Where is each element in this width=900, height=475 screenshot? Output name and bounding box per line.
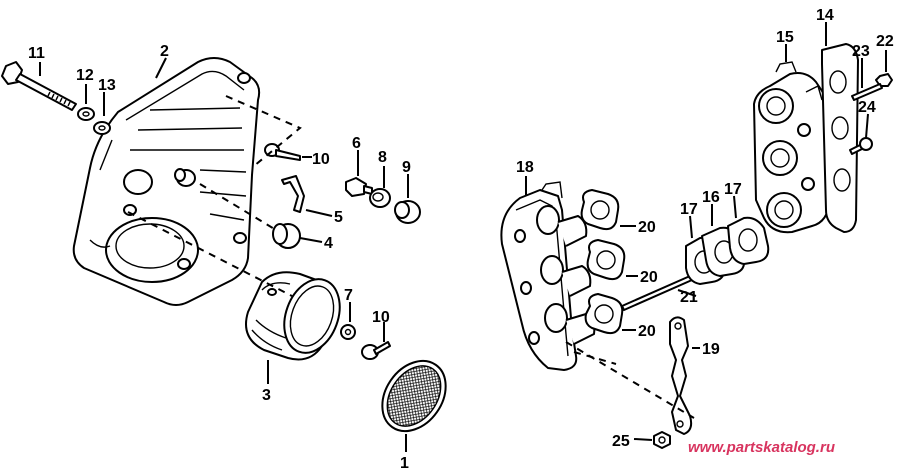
washer-7: [340, 324, 356, 340]
bushing-8: [369, 188, 391, 208]
gasket-20-low: [584, 293, 624, 335]
callout-1: 1: [400, 455, 409, 472]
nut-25: [653, 431, 671, 449]
exhaust-manifold: [753, 61, 831, 234]
bent-clip: [281, 175, 305, 213]
callout-18: 18: [516, 159, 534, 176]
nut-22: [875, 73, 893, 87]
callout-17-left: 17: [680, 201, 698, 218]
callout-3: 3: [262, 387, 271, 404]
hex-bolt-6: [345, 177, 373, 197]
long-bolt: [1, 61, 77, 111]
grommet-9: [394, 200, 421, 224]
callout-11: 11: [28, 45, 45, 62]
stud-23: [851, 83, 883, 101]
callout-10-lower: 10: [372, 309, 390, 326]
washer-13: [93, 121, 111, 135]
screw-lower: [361, 341, 391, 360]
bracket-19: [669, 316, 693, 435]
manifold-plate: [500, 181, 596, 371]
callout-13: 13: [98, 77, 116, 94]
boss: [174, 168, 196, 187]
callout-24: 24: [858, 99, 876, 116]
callout-8: 8: [378, 149, 387, 166]
cylinder-ring: [245, 271, 341, 361]
callout-5: 5: [334, 209, 343, 226]
watermark: www.partskatalog.ru: [688, 439, 835, 456]
callout-10-upper: 10: [312, 151, 330, 168]
callout-21: 21: [680, 289, 698, 306]
callout-20-mid: 20: [640, 269, 658, 286]
callout-16: 16: [702, 189, 720, 206]
callout-22: 22: [876, 33, 894, 50]
callout-7: 7: [344, 287, 353, 304]
filter-screen: [381, 359, 447, 433]
gasket-14: [821, 43, 859, 233]
callout-6: 6: [352, 135, 361, 152]
callout-15: 15: [776, 29, 794, 46]
gasket-17-b: [727, 216, 770, 265]
callout-19: 19: [702, 341, 720, 358]
callout-9: 9: [402, 159, 411, 176]
callout-4: 4: [324, 235, 333, 252]
rubber-mount: [272, 223, 301, 249]
gasket-20-top: [580, 189, 620, 231]
callout-20-low: 20: [638, 323, 656, 340]
gasket-20-mid: [586, 239, 626, 281]
callout-20-top: 20: [638, 219, 656, 236]
screw-24: [849, 137, 873, 155]
callout-17-right: 17: [724, 181, 742, 198]
washer-12: [77, 107, 95, 121]
callout-23: 23: [852, 43, 870, 60]
callout-14: 14: [816, 7, 834, 24]
cover-plate: [72, 57, 261, 306]
callout-12: 12: [76, 67, 94, 84]
callout-2: 2: [160, 43, 169, 60]
callout-25: 25: [612, 433, 630, 450]
